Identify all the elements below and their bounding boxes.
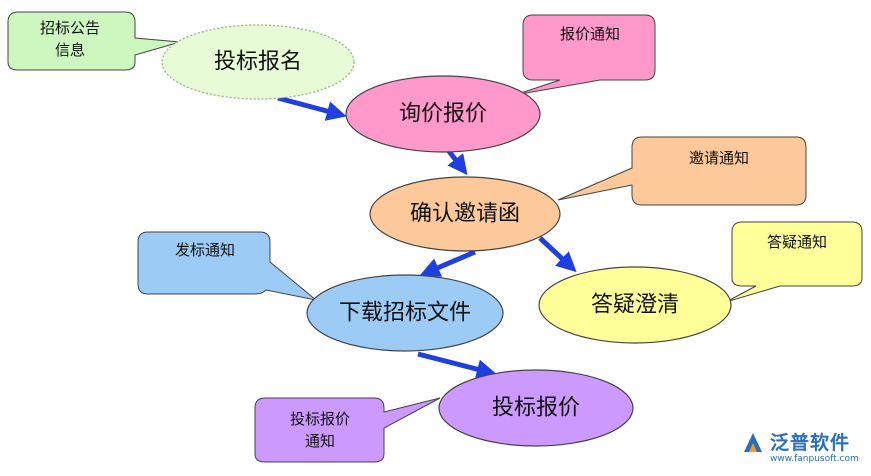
note-line: 邀请通知 bbox=[689, 149, 749, 167]
brand-logo: 泛普软件 www.fanpusoft.com bbox=[740, 428, 865, 470]
note-baojia-tongzhi: 报价通知 bbox=[514, 14, 656, 96]
node-label: 投标报名 bbox=[214, 50, 302, 75]
flow-arrow bbox=[538, 236, 577, 273]
note-line: 发标通知 bbox=[175, 241, 235, 259]
note-line: 招标公告 bbox=[40, 19, 100, 37]
flow-arrow bbox=[277, 95, 347, 121]
note-yaoqing-tongzhi: 邀请通知 bbox=[557, 136, 807, 206]
node-queren-yaoqinghan: 确认邀请函 bbox=[369, 176, 561, 252]
node-xunjia-baojia: 询价报价 bbox=[345, 75, 541, 153]
node-label: 确认邀请函 bbox=[410, 202, 520, 227]
logo-icon bbox=[744, 433, 762, 452]
node-toubiao-baoming: 投标报名 bbox=[161, 24, 355, 100]
note-fabiao-tongzhi: 发标通知 bbox=[137, 231, 317, 301]
note-line: 投标报价 bbox=[290, 410, 350, 428]
logo-name: 泛普软件 bbox=[770, 432, 851, 454]
note-dayi-tongzhi: 答疑通知 bbox=[725, 221, 863, 303]
node-dayi-chengqing: 答疑澄清 bbox=[538, 266, 732, 344]
logo-url: www.fanpusoft.com bbox=[770, 454, 859, 464]
flow-arrow bbox=[446, 148, 468, 176]
note-zhaobiao-gonggao: 招标公告 信息 bbox=[7, 11, 181, 71]
note-line: 通知 bbox=[305, 432, 335, 450]
flow-arrow bbox=[417, 351, 497, 379]
node-xiazai-zhaobiao-wenjian: 下载招标文件 bbox=[306, 274, 504, 352]
node-label: 投标报价 bbox=[492, 396, 580, 421]
note-line: 报价通知 bbox=[560, 25, 620, 43]
node-toubiao-baojia: 投标报价 bbox=[438, 369, 634, 447]
node-label: 答疑澄清 bbox=[591, 293, 679, 318]
note-line: 答疑通知 bbox=[767, 233, 827, 251]
flow-arrow bbox=[419, 249, 476, 277]
note-line: 信息 bbox=[55, 41, 85, 59]
node-label: 询价报价 bbox=[399, 102, 487, 127]
note-toubiao-baojia-tongzhi: 投标报价 通知 bbox=[254, 397, 441, 463]
node-label: 下载招标文件 bbox=[339, 301, 471, 326]
